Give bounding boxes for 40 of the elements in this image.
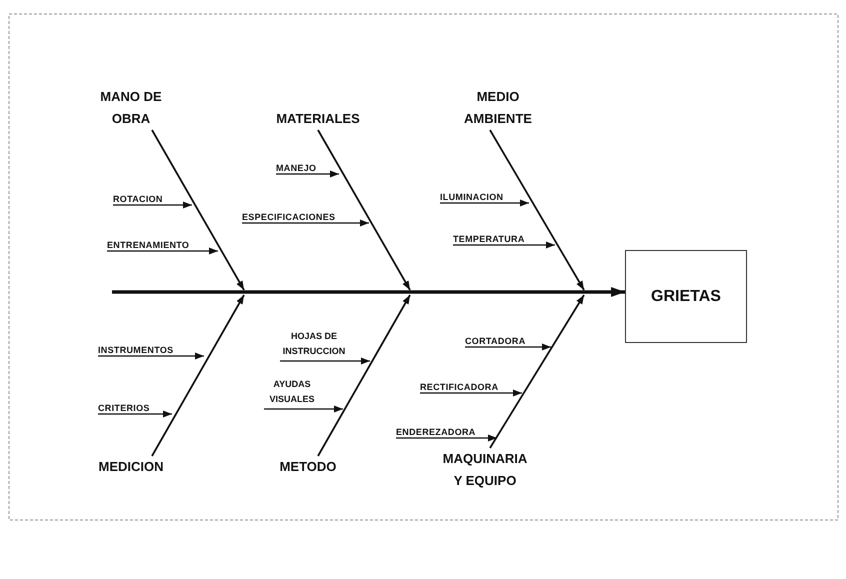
arrow: [420, 390, 522, 396]
effect-box: GRIETAS: [625, 250, 747, 343]
cause-label: AYUDAS VISUALES: [264, 377, 320, 409]
category-label: MEDIO AMBIENTE: [458, 86, 538, 130]
cause-label: HOJAS DE INSTRUCCION: [280, 329, 348, 361]
cause-label: ENTRENAMIENTO: [107, 240, 190, 251]
arrow: [264, 406, 343, 412]
arrow: [465, 344, 551, 350]
cause-label: INSTRUMENTOS: [98, 345, 174, 356]
bone-arrow: [317, 294, 411, 456]
arrow: [98, 410, 172, 418]
category-label: MATERIALES: [258, 108, 378, 130]
cause-label: RECTIFICADORA: [420, 382, 498, 393]
category-label: MEDICION: [86, 456, 176, 478]
cause-label: CRITERIOS: [98, 403, 150, 414]
arrow: [396, 434, 497, 442]
arrow: [113, 202, 192, 208]
arrow: [453, 242, 555, 248]
cause-label: ESPECIFICACIONES: [242, 212, 336, 223]
cause-label: MANEJO: [276, 163, 316, 174]
arrow: [276, 170, 339, 178]
cause-label: ENDEREZADORA: [396, 427, 476, 438]
arrow: [242, 220, 369, 226]
arrow: [107, 248, 218, 254]
cause-label: ROTACION: [113, 194, 163, 205]
cause-label: TEMPERATURA: [453, 234, 525, 245]
arrow: [440, 200, 529, 206]
category-label: MANO DE OBRA: [91, 86, 171, 130]
cause-label: ILUMINACION: [440, 192, 504, 203]
bone-arrow: [489, 130, 585, 290]
spine-arrow: [112, 287, 625, 297]
arrow: [98, 352, 204, 360]
bone-arrow: [489, 294, 585, 448]
bone-arrow: [317, 130, 411, 290]
category-label: METODO: [263, 456, 353, 478]
bone-arrow: [151, 130, 245, 290]
category-label: MAQUINARIA Y EQUIPO: [437, 448, 533, 492]
arrow: [280, 358, 370, 364]
cause-label: CORTADORA: [465, 336, 526, 347]
bone-arrow: [151, 294, 245, 456]
